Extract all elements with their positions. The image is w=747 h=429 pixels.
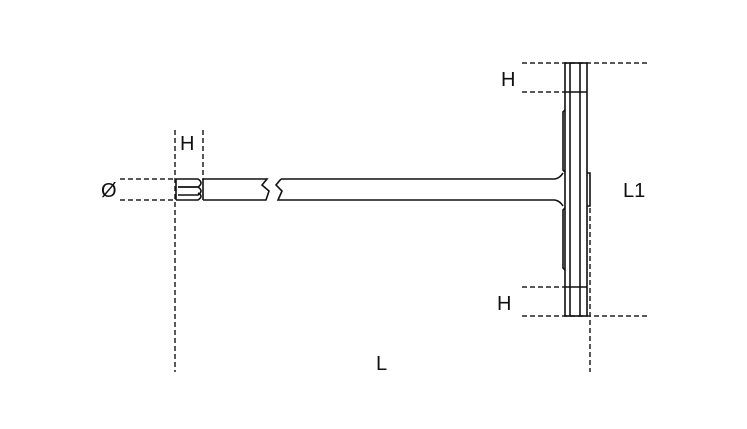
handle	[562, 62, 591, 317]
tool-drawing	[175, 62, 591, 317]
dimension-lines	[120, 62, 648, 372]
handle-bottom-hex-label: H	[497, 293, 511, 315]
handle-length-label: L1	[623, 180, 645, 202]
diameter-label: Ø	[101, 180, 117, 202]
length-label: L	[376, 353, 387, 375]
tip-hex-label: H	[180, 133, 194, 155]
handle-top-hex-label: H	[501, 69, 515, 91]
dimension-labels: H Ø L L1 H H	[101, 69, 645, 375]
hex-tip	[175, 178, 204, 201]
shaft	[203, 172, 564, 207]
